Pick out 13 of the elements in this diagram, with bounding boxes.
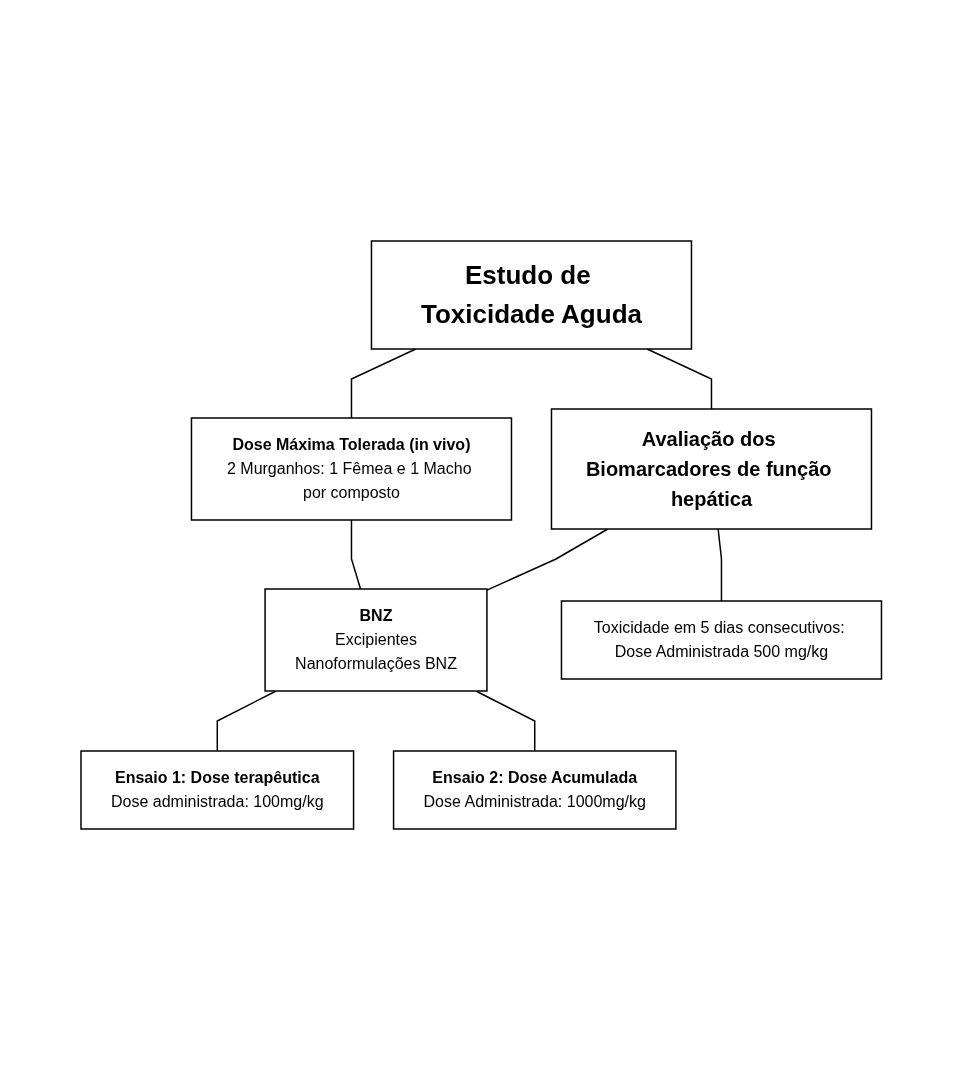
node-box: Avaliação dos Biomarcadores de função hepática [551,408,873,530]
node-box: Ensaio 1: Dose terapêutica Dose administrada: 100mg/kg [80,750,355,830]
node-box: BNZ Excipientes Nanoformulações BNZ [264,588,488,692]
connector [717,528,723,602]
connector [351,519,362,590]
connector [486,528,609,591]
node-box: Estudo de Toxicidade Aguda [371,240,693,350]
connector [646,348,713,410]
connector [351,348,417,419]
node-box: Toxicidade em 5 dias consecutivos: Dose Administrada 500 mg/kg [561,600,883,680]
node-box: Dose Máxima Tolerada (in vivo) 2 Murganhos: 1 Fêmea e 1 Macho por composto [191,417,513,521]
connector [475,690,536,752]
node-box: Ensaio 2: Dose Acumulada Dose Administrada: 1000mg/kg [393,750,677,830]
